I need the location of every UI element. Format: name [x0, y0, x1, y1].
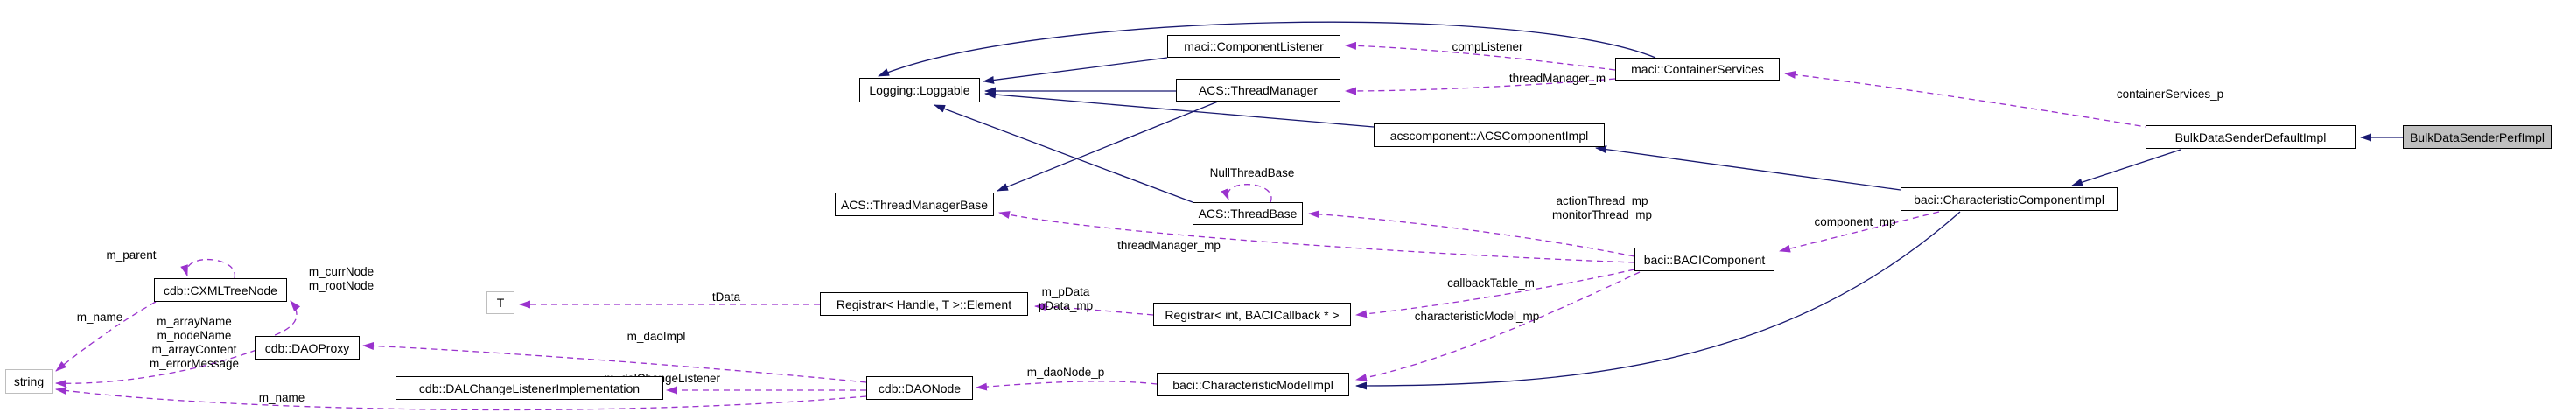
usage-edge-bacicomponent-charmodel: [1355, 271, 1641, 382]
class-node-thread-manager-base[interactable]: ACS::ThreadManagerBase: [835, 192, 994, 216]
edge-label-charcomponent-bacicomponent-0: component_mp: [1814, 215, 1895, 228]
usage-edge-cxmltreenode-self: [180, 258, 235, 279]
class-node-cxml-tree-node[interactable]: cdb::CXMLTreeNode: [154, 278, 287, 302]
class-node-registrar-element[interactable]: Registrar< Handle, T >::Element: [820, 292, 1028, 316]
usage-edge-cxmltreenode-string: [55, 301, 157, 372]
usage-edge-daoproxy-string: [55, 349, 257, 388]
edge-label-charmodel-daonode-0: m_daoNode_p: [1027, 366, 1105, 379]
edge-label-daonode-daoproxy-0: m_daoImpl: [627, 330, 686, 343]
inheritance-edge-acscomponent-to-loggable: [984, 90, 1375, 128]
edge-label-daoproxy-string-2: m_arrayContent: [152, 343, 237, 356]
edge-label-default-containerservices-0: containerServices_p: [2117, 88, 2223, 101]
edge-label-daoproxy-cxmltreenode-0: m_currNode: [309, 265, 374, 278]
edge-label-daonode-string-0: m_name: [259, 391, 305, 404]
class-node-loggable[interactable]: Logging::Loggable: [859, 78, 980, 102]
usage-edge-registrarint-element: [1034, 303, 1154, 316]
edge-label-bacicomponent-threadbase-1: monitorThread_mp: [1552, 208, 1652, 221]
inheritance-edge-charcomponent-to-acscomponent: [1595, 145, 1901, 191]
inheritance-edge-threadmanager-to-threadmanagerbase: [997, 101, 1219, 192]
edge-label-threadbase-self-0: NullThreadBase: [1210, 166, 1295, 179]
class-node-dao-proxy[interactable]: cdb::DAOProxy: [255, 336, 360, 360]
class-node-characteristic-component-impl[interactable]: baci::CharacteristicComponentImpl: [1900, 187, 2118, 211]
usage-edge-charmodel-daonode: [976, 381, 1158, 391]
edge-label-daoproxy-string-1: m_nodeName: [158, 329, 232, 342]
inheritance-edge-componentlistener-to-loggable: [983, 57, 1168, 84]
edge-label-bacicomponent-threadbase-0: actionThread_mp: [1556, 194, 1648, 207]
usage-edge-bacicomponent-registrarint: [1355, 269, 1635, 318]
usage-edge-bacicomponent-threadmanagerbase: [998, 211, 1635, 263]
usage-edge-threadbase-self: [1221, 184, 1272, 203]
edge-label-registrarint-element-1: pData_mp: [1039, 299, 1093, 312]
usage-edge-daonode-string: [55, 387, 867, 411]
class-node-bulk-data-sender-default-impl[interactable]: BulkDataSenderDefaultImpl: [2146, 125, 2356, 149]
class-node-thread-manager[interactable]: ACS::ThreadManager: [1176, 79, 1340, 102]
edge-label-daoproxy-string-3: m_errorMessage: [150, 357, 239, 370]
edge-label-bacicomponent-registrarint-0: callbackTable_m: [1447, 276, 1535, 290]
edge-label-daoproxy-string-0: m_arrayName: [157, 315, 232, 328]
inheritance-edge-containerservices-to-loggable: [878, 21, 1656, 77]
class-node-dao-node[interactable]: cdb::DAONode: [866, 376, 973, 400]
class-node-thread-base[interactable]: ACS::ThreadBase: [1193, 202, 1303, 225]
usage-edge-default-containerservices: [1784, 70, 2173, 132]
usage-edge-containerservices-complistener: [1345, 41, 1616, 71]
class-node-dal-change-listener-implementation[interactable]: cdb::DALChangeListenerImplementation: [396, 376, 663, 400]
edge-label-cxmltreenode-string-0: m_name: [77, 311, 123, 324]
class-node-template-t: T: [486, 291, 514, 314]
edge-label-containerservices-complistener-0: compListener: [1452, 40, 1523, 53]
class-node-container-services[interactable]: maci::ContainerServices: [1615, 58, 1780, 80]
edge-label-cxmltreenode-self-0: m_parent: [106, 248, 156, 262]
inheritance-edge-default-to-charcomponent: [2071, 149, 2181, 186]
class-node-registrar-int-bacicallback[interactable]: Registrar< int, BACICallback * >: [1153, 303, 1351, 326]
edge-label-containerservices-threadmanager-0: threadManager_m: [1509, 72, 1606, 85]
usage-edge-charcomponent-bacicomponent: [1779, 211, 1940, 253]
edge-label-registrarint-element-0: m_pData: [1042, 285, 1090, 298]
edge-label-daoproxy-cxmltreenode-1: m_rootNode: [309, 279, 374, 292]
class-node-characteristic-model-impl[interactable]: baci::CharacteristicModelImpl: [1157, 373, 1349, 396]
usage-edge-bacicomponent-threadbase: [1308, 210, 1635, 257]
usage-edge-daonode-daoproxy: [362, 341, 867, 383]
edge-label-bacicomponent-threadmanagerbase-0: threadManager_mp: [1117, 239, 1221, 252]
edge-label-element-t-0: tData: [712, 290, 741, 304]
class-node-bulk-data-sender-perf-impl: BulkDataSenderPerfImpl: [2403, 125, 2552, 149]
usage-edge-containerservices-threadmanager: [1345, 78, 1616, 95]
class-node-acs-component-impl[interactable]: acscomponent::ACSComponentImpl: [1374, 123, 1605, 147]
inheritance-edge-charcomponent-to-charmodel: [1355, 211, 1961, 390]
edge-label-bacicomponent-charmodel-0: characteristicModel_mp: [1415, 310, 1540, 323]
class-node-component-listener[interactable]: maci::ComponentListener: [1167, 35, 1340, 58]
inheritance-edge-threadbase-to-loggable: [934, 104, 1194, 203]
class-node-baci-component[interactable]: baci::BACIComponent: [1634, 248, 1774, 271]
class-node-string: string: [5, 369, 52, 394]
